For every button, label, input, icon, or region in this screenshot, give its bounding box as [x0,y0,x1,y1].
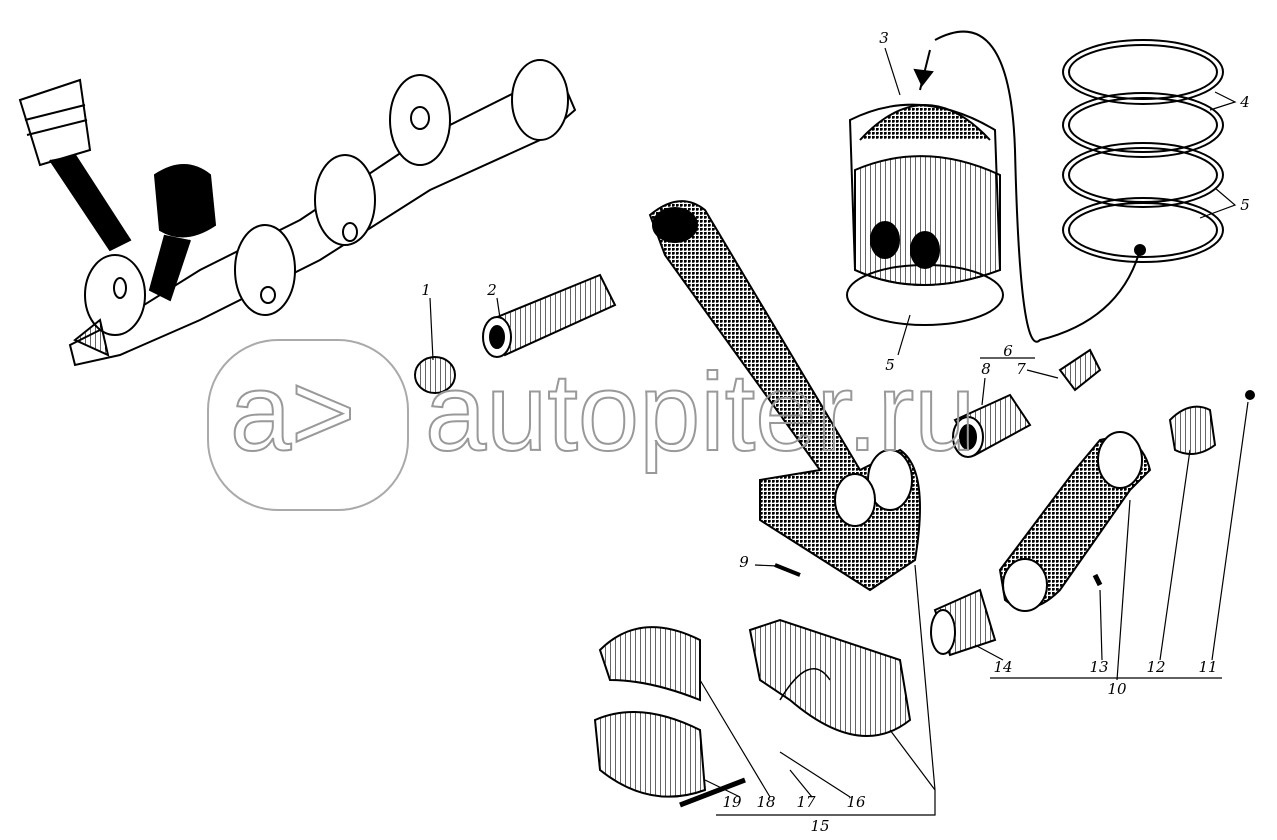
callout-5-piston: 5 [885,356,895,374]
autopiter-watermark: a> autopiter.ru [207,339,976,511]
leader-lines [429,47,1249,816]
callout-8: 8 [981,360,991,378]
callout-18: 18 [756,793,776,811]
bushing-part-8 [952,393,1032,458]
callout-3: 3 [879,29,889,47]
callout-5-rings: 5 [1240,196,1250,214]
callout-14: 14 [993,658,1013,676]
plug-part-1 [414,356,456,394]
callout-7: 7 [1016,360,1026,378]
bushing-part-12 [1168,405,1217,455]
bearing-shells-part-15 [593,618,912,808]
master-connecting-rod [648,200,921,592]
crankshaft-assembly [18,59,577,367]
plug-part-7 [1058,348,1102,392]
callout-12: 12 [1146,658,1166,676]
watermark-logo: a> [230,351,355,474]
piston-part-3 [846,30,1141,343]
callout-9: 9 [739,553,749,571]
callout-13: 13 [1089,658,1109,676]
pin-part-9 [774,563,801,577]
callout-16: 16 [846,793,866,811]
callout-11: 11 [1198,658,1218,676]
callout-2: 2 [487,281,497,299]
piston-rings-parts-4-5 [1062,39,1224,263]
ball-part-11 [1245,390,1255,400]
piston-pin-part-2 [482,273,617,358]
callout-4: 4 [1240,93,1250,111]
articulated-rod-part-10 [998,431,1152,612]
bushing-part-14 [930,588,997,657]
callout-17: 17 [796,793,816,811]
watermark-text: autopiter.ru [425,351,975,474]
callout-15: 15 [810,817,830,835]
callout-10: 10 [1107,680,1127,698]
pin-part-13 [1092,573,1103,587]
callout-6: 6 [1003,342,1013,360]
watermark-logo-frame [207,339,409,511]
callout-19: 19 [722,793,742,811]
callout-1: 1 [421,281,431,299]
